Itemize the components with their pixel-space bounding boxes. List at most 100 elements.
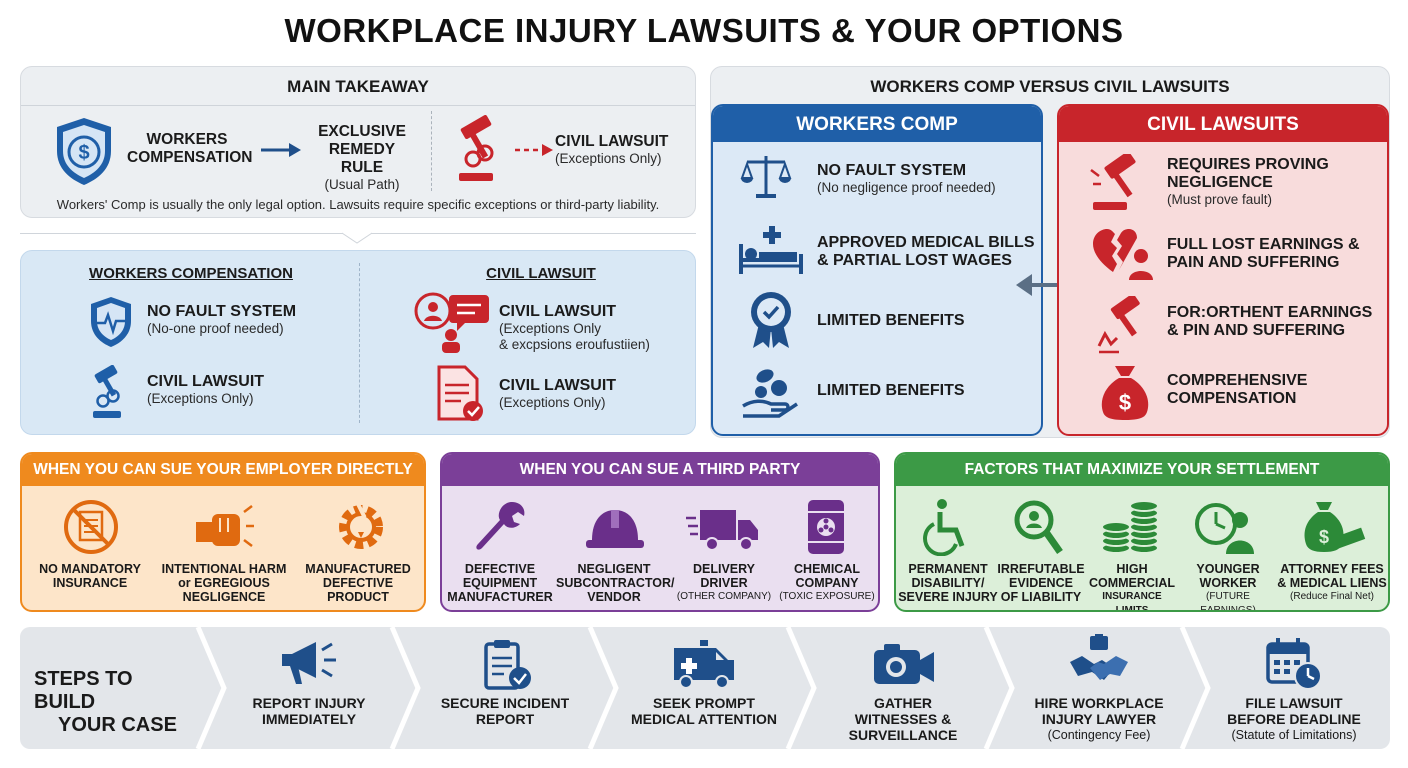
chat-people-icon — [414, 292, 489, 353]
third-item2-l2: SUBCONTRACTOR/ — [556, 576, 675, 590]
dashed-arrow-icon — [515, 144, 553, 156]
small-right-item2-sub: (Exceptions Only) — [499, 395, 606, 410]
money-bag-icon: $ — [1101, 366, 1149, 420]
wc-item3-title: LIMITED BENEFITS — [817, 312, 965, 329]
broken-gavel-icon — [459, 115, 494, 181]
factor-item1-l1: PERMANENT — [908, 562, 988, 576]
hand-pills-icon — [742, 369, 798, 418]
pointer-notch — [342, 232, 372, 244]
factor-item5-l1: ATTORNEY FEES — [1280, 562, 1384, 576]
small-right-item1-sub: (Exceptions Only — [499, 321, 602, 336]
step4-l1: GATHER — [873, 695, 933, 711]
third-item4-l3: (TOXIC EXPOSURE) — [779, 591, 875, 602]
money-bag-fees-icon: $ — [1304, 502, 1366, 552]
clock-person-icon — [1195, 503, 1254, 554]
takeaway-exclusive-l1: EXCLUSIVE — [318, 123, 406, 140]
badge-check-icon — [751, 292, 791, 348]
step3-l1: SEEK PROMPT — [653, 695, 755, 711]
step5-l3: (Contingency Fee) — [1047, 728, 1151, 742]
employer-item3-l2: DEFECTIVE — [322, 576, 394, 590]
broken-heart-person-icon — [1093, 229, 1153, 280]
ambulance-icon — [674, 640, 734, 689]
steps-label-l2: YOUR CASE — [58, 714, 177, 736]
step1-l1: REPORT INJURY — [252, 695, 366, 711]
factor-item1-l3: SEVERE INJURY — [898, 590, 998, 604]
third-item1-l1: DEFECTIVE — [464, 562, 536, 576]
factors-header: FACTORS THAT MAXIMIZE YOUR SETTLEMENT — [964, 461, 1320, 478]
civil-item1-title: REQUIRES PROVING — [1167, 156, 1329, 173]
employer-item3-l3: PRODUCT — [327, 590, 389, 604]
takeaway-exclusive-l2: REMEDY RULE — [328, 141, 396, 176]
step5-l2: INJURY LAWYER — [1041, 711, 1157, 727]
civil-item4-title2: COMPENSATION — [1167, 390, 1297, 407]
employer-item2-l2: or EGREGIOUS — [178, 576, 270, 590]
third-item1-l3: MANUFACTURER — [447, 590, 553, 604]
delivery-truck-icon — [686, 510, 758, 551]
civil-item2-title: FULL LOST EARNINGS & — [1167, 236, 1360, 253]
civil-item4-title: COMPREHENSIVE — [1167, 372, 1308, 389]
factor-item4-l2: WORKER — [1199, 576, 1257, 590]
page-title: WORKPLACE INJURY LAWSUITS & YOUR OPTIONS — [284, 12, 1124, 49]
takeaway-note: Workers' Comp is usually the only legal … — [56, 197, 660, 212]
civil-item1-sub: (Must prove fault) — [1167, 192, 1273, 207]
magnifier-icon — [1014, 500, 1063, 555]
takeaway-civil-sub: (Exceptions Only) — [555, 151, 662, 166]
factor-item4-l3: (FUTURE EARNINGS) — [1200, 591, 1256, 612]
step5-l1: HIRE WORKPLACE — [1034, 695, 1164, 711]
employer-header: WHEN YOU CAN SUE YOUR EMPLOYER DIRECTLY — [33, 461, 413, 478]
takeaway-workers-comp-l1: WORKERS — [146, 131, 228, 148]
svg-text:$: $ — [1119, 390, 1131, 415]
civil-lawsuits-header: CIVIL LAWSUITS — [1147, 114, 1299, 135]
civil-item3-title: FOR:ORTHENT EARNINGS — [1167, 304, 1373, 321]
video-camera-icon — [874, 644, 934, 684]
versus-header: WORKERS COMP VERSUS CIVIL LAWSUITS — [870, 77, 1230, 96]
factor-item1-l2: DISABILITY/ — [911, 576, 985, 590]
svg-text:$: $ — [78, 142, 89, 164]
wc-item4-title: LIMITED BENEFITS — [817, 382, 965, 399]
megaphone-icon — [282, 642, 336, 684]
civil-item3-title2: & PIN AND SUFFERING — [1167, 322, 1346, 339]
employer-panel: WHEN YOU CAN SUE YOUR EMPLOYER DIRECTLY … — [20, 452, 426, 612]
step6-l3: (Statute of Limitations) — [1231, 728, 1357, 742]
small-left-header: WORKERS COMPENSATION — [89, 265, 293, 282]
civil-lawsuits-column: CIVIL LAWSUITS REQUIRES PROVING NEGLIGEN… — [1057, 104, 1389, 436]
small-left-item1-title: NO FAULT SYSTEM — [147, 303, 297, 320]
steps-chevrons — [20, 627, 1390, 749]
wrench-icon — [476, 502, 525, 550]
factor-item3-l2: COMMERCIAL — [1088, 576, 1176, 590]
step6-l2: BEFORE DEADLINE — [1227, 711, 1361, 727]
no-insurance-icon — [64, 500, 118, 554]
handshake-briefcase-icon — [1070, 634, 1128, 680]
step2-l1: SECURE INCIDENT — [440, 695, 570, 711]
civil-item2-title2: PAIN AND SUFFERING — [1167, 254, 1340, 271]
employer-item2-l3: NEGLIGENCE — [182, 590, 266, 604]
wc-item2-title: APPROVED MEDICAL BILLS — [817, 234, 1035, 251]
factor-item2-l1: IRREFUTABLE — [997, 562, 1085, 576]
scales-icon — [740, 156, 792, 198]
hospital-bed-icon — [739, 226, 803, 274]
wc-item2-title2: & PARTIAL LOST WAGES — [817, 252, 1012, 269]
small-left-item1-sub: (No-one proof needed) — [147, 321, 284, 336]
small-left-item2-title: CIVIL LAWSUIT — [147, 373, 265, 390]
step4-l2: WITNESSES & — [854, 711, 952, 727]
shield-dollar-icon: $ — [57, 118, 111, 185]
step3-l2: MEDICAL ATTENTION — [631, 711, 777, 727]
hard-hat-icon — [586, 510, 644, 548]
takeaway-workers-comp-l2: COMPENSATION — [127, 149, 253, 166]
factor-item2-l2: EVIDENCE — [1009, 576, 1073, 590]
arrow-right-icon — [261, 143, 301, 157]
third-item2-l3: VENDOR — [587, 590, 641, 604]
wc-item1-sub: (No negligence proof needed) — [817, 180, 996, 195]
main-takeaway-header: MAIN TAKEAWAY — [287, 77, 429, 96]
step6-l1: FILE LAWSUIT — [1245, 695, 1343, 711]
third-item4-l1: CHEMICAL — [794, 562, 860, 576]
svg-text:$: $ — [1319, 527, 1329, 547]
small-right-item2-title: CIVIL LAWSUIT — [499, 377, 617, 394]
step1-l2: IMMEDIATELY — [261, 711, 357, 727]
factor-item2-l3: OF LIABILITY — [1000, 590, 1082, 604]
takeaway-civil-lawsuit: CIVIL LAWSUIT — [555, 133, 669, 150]
fist-impact-icon — [196, 505, 254, 547]
factor-item5-l3: (Reduce Final Net) — [1290, 591, 1374, 602]
steps-label-l1: STEPS TO BUILD — [34, 668, 133, 713]
small-comparison-panel: WORKERS COMPENSATION CIVIL LAWSUIT NO FA… — [20, 250, 696, 435]
